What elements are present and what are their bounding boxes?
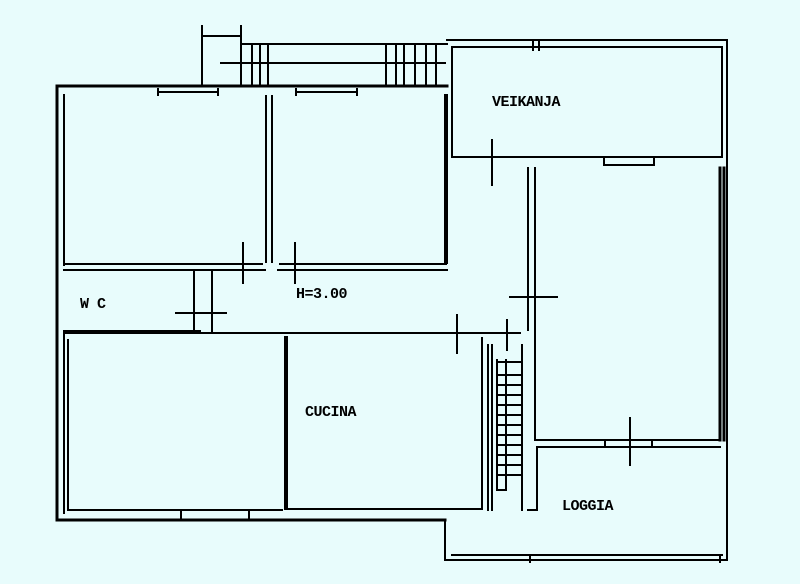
room-label-veranda: VEIKANJA (492, 94, 561, 111)
room-label-loggia: LOGGIA (562, 498, 614, 515)
outer-wall (55, 84, 449, 522)
room-label-kitchen: CUCINA (305, 404, 357, 421)
stair (487, 344, 523, 511)
veranda-wall (446, 39, 728, 561)
loggia-wall (444, 446, 728, 561)
room-label-wc: W C (80, 296, 106, 313)
balcony-top (201, 25, 448, 87)
ceiling-height-label: H=3.00 (296, 286, 348, 303)
